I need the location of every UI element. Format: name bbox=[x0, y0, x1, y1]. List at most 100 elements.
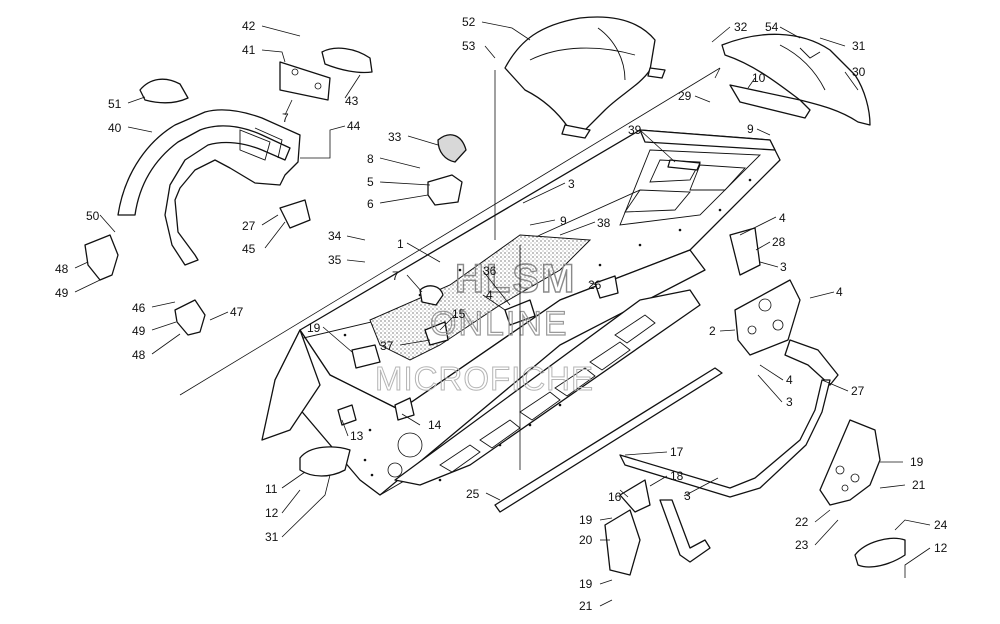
reference-lines bbox=[179, 67, 721, 396]
callout-12: 12 bbox=[265, 506, 279, 520]
seat-base-foam bbox=[369, 234, 592, 361]
callout-49: 49 bbox=[55, 286, 69, 300]
cap-part bbox=[139, 78, 189, 104]
callout-54: 54 bbox=[765, 20, 779, 34]
callout-7: 7 bbox=[282, 111, 289, 125]
callout-50: 50 bbox=[86, 209, 100, 223]
callout-19-right: 19 bbox=[910, 455, 924, 469]
bracket-part bbox=[279, 61, 331, 101]
callout-32: 32 bbox=[734, 20, 748, 34]
block-26 bbox=[594, 275, 619, 299]
cover-28 bbox=[729, 227, 761, 276]
callout-41: 41 bbox=[242, 43, 256, 57]
callout-4-mid: 4 bbox=[486, 288, 493, 302]
callout-19-low: 19 bbox=[579, 577, 593, 591]
seat-part bbox=[504, 16, 666, 139]
rear-bumper-tubes bbox=[619, 379, 831, 563]
callout-4-rear: 4 bbox=[779, 211, 786, 225]
knob-part bbox=[437, 134, 467, 163]
callout-27-rear: 27 bbox=[851, 384, 865, 398]
callout-9-rear: 9 bbox=[747, 122, 754, 136]
callout-34: 34 bbox=[328, 229, 342, 243]
callout-43: 43 bbox=[345, 94, 359, 108]
leader-lines bbox=[74, 21, 931, 607]
front-bumper-part bbox=[117, 109, 301, 266]
callout-29: 29 bbox=[678, 89, 692, 103]
rear-bumper-27b bbox=[784, 339, 839, 386]
callout-11: 11 bbox=[265, 482, 278, 496]
callout-6: 6 bbox=[367, 197, 374, 211]
callout-3-rear: 3 bbox=[780, 260, 787, 274]
callout-48: 48 bbox=[55, 262, 69, 276]
callout-16: 16 bbox=[608, 490, 622, 504]
callout-9-mid: 9 bbox=[560, 214, 567, 228]
callout-23: 23 bbox=[795, 538, 809, 552]
callout-35: 35 bbox=[328, 253, 342, 267]
callout-24: 24 bbox=[934, 518, 948, 532]
callout-10: 10 bbox=[752, 71, 766, 85]
block-13 bbox=[337, 404, 357, 426]
callout-3-low: 3 bbox=[786, 395, 793, 409]
watermark-line-1: HLSM bbox=[455, 257, 576, 301]
watermark-line-3: MICROFICHE bbox=[375, 360, 594, 397]
callout-46: 46 bbox=[132, 301, 146, 315]
callout-1: 1 bbox=[397, 237, 404, 251]
latch-part bbox=[427, 174, 463, 206]
rear-bracket-10 bbox=[729, 84, 811, 119]
lower-bracket-left bbox=[84, 234, 119, 281]
trim-strip-part bbox=[494, 367, 723, 513]
handle-24 bbox=[854, 537, 906, 568]
callout-42: 42 bbox=[242, 19, 256, 33]
lower-guard bbox=[619, 479, 651, 513]
callout-15: 15 bbox=[452, 307, 466, 321]
pad-7 bbox=[419, 285, 444, 306]
step-plate-22 bbox=[819, 419, 881, 506]
callout-27: 27 bbox=[242, 219, 256, 233]
callout-3-bottom: 3 bbox=[684, 489, 691, 503]
rear-mount-bracket bbox=[734, 279, 801, 356]
callout-40: 40 bbox=[108, 121, 122, 135]
callout-21: 21 bbox=[579, 599, 593, 613]
callout-45: 45 bbox=[242, 242, 256, 256]
callout-31-rear: 31 bbox=[852, 39, 866, 53]
callout-19-mid: 19 bbox=[579, 513, 593, 527]
callout-30: 30 bbox=[852, 65, 866, 79]
callout-26: 26 bbox=[588, 278, 602, 292]
callout-49-lower: 49 bbox=[132, 324, 146, 338]
callout-20: 20 bbox=[579, 533, 593, 547]
guard-20 bbox=[604, 509, 641, 576]
callout-38: 38 bbox=[597, 216, 611, 230]
callout-22: 22 bbox=[795, 515, 809, 529]
watermark: HLSM ONLINE MICROFICHE bbox=[375, 256, 594, 397]
callout-25: 25 bbox=[466, 487, 480, 501]
callout-36: 36 bbox=[483, 264, 497, 278]
callout-17: 17 bbox=[670, 445, 684, 459]
callout-5: 5 bbox=[367, 175, 374, 189]
callout-52: 52 bbox=[462, 15, 476, 29]
handle-11 bbox=[299, 446, 351, 477]
callout-4-right: 4 bbox=[836, 285, 843, 299]
watermark-line-2: ONLINE bbox=[430, 305, 569, 343]
callout-3-top: 3 bbox=[568, 177, 575, 191]
callout-labels: 42 41 7 43 44 51 40 50 48 49 27 45 46 49… bbox=[55, 15, 948, 613]
callout-7-mid: 7 bbox=[392, 269, 399, 283]
callout-18: 18 bbox=[670, 469, 684, 483]
callout-14: 14 bbox=[428, 418, 442, 432]
rear-flap-part bbox=[721, 33, 871, 126]
callout-13: 13 bbox=[350, 429, 364, 443]
callout-21-right: 21 bbox=[912, 478, 926, 492]
callout-28: 28 bbox=[772, 235, 786, 249]
callout-44: 44 bbox=[347, 119, 361, 133]
callout-47: 47 bbox=[230, 305, 244, 319]
clip-part bbox=[321, 47, 373, 74]
block-19a bbox=[351, 344, 381, 369]
callout-51: 51 bbox=[108, 97, 122, 111]
lower-bracket-right bbox=[174, 299, 206, 336]
small-plate-27 bbox=[279, 199, 311, 229]
callout-2: 2 bbox=[709, 324, 716, 338]
callout-12-right: 12 bbox=[934, 541, 948, 555]
callout-4-low: 4 bbox=[786, 373, 793, 387]
callout-39: 39 bbox=[628, 123, 642, 137]
block-14 bbox=[394, 397, 415, 421]
